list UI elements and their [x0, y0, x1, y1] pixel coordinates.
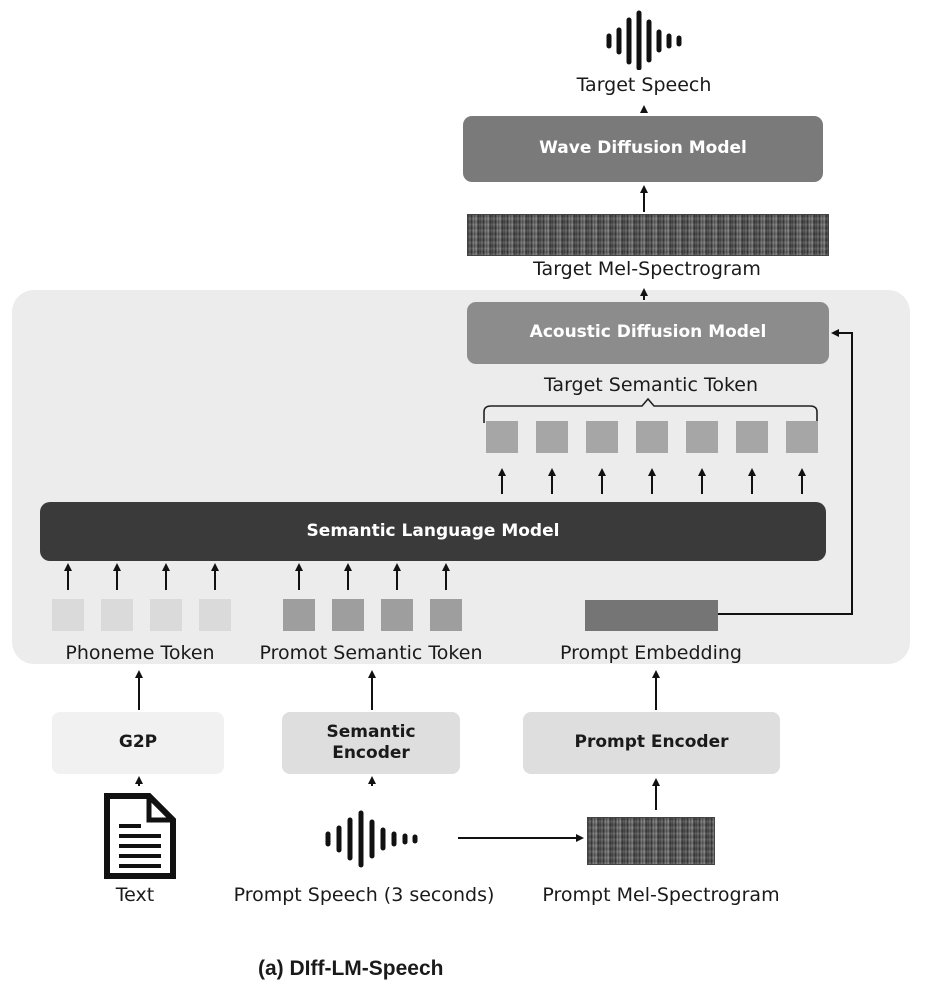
target-semantic-token — [786, 421, 818, 453]
target-semantic-token — [636, 421, 668, 453]
semantic-encoder-box: Semantic Encoder — [282, 712, 460, 774]
document-icon — [104, 793, 176, 879]
phoneme-token — [199, 599, 231, 631]
semantic-language-model-box: Semantic Language Model — [40, 502, 826, 561]
text-input-label: Text — [115, 884, 155, 906]
g2p-box: G2P — [52, 712, 224, 774]
prompt-semantic-token-label: Promot Semantic Token — [259, 642, 483, 664]
prompt-embedding-label: Prompt Embedding — [560, 642, 742, 664]
prompt-encoder-box: Prompt Encoder — [523, 712, 780, 774]
prompt-speech-label: Prompt Speech (3 seconds) — [233, 884, 495, 906]
target-semantic-token — [486, 421, 518, 453]
semantic-encoder-label-line1: Semantic — [326, 721, 416, 742]
prompt-semantic-token — [332, 599, 364, 631]
arrow-embedding-to-acoustic-model — [718, 329, 853, 615]
prompt-embedding-bar — [585, 600, 718, 631]
target-mel-spectrogram-label: Target Mel-Spectrogram — [533, 258, 761, 280]
semantic-encoder-label-line2: Encoder — [332, 743, 410, 763]
figure-caption: (a) DIff-LM-Speech — [258, 957, 444, 980]
target-semantic-token — [686, 421, 718, 453]
prompt-semantic-token — [381, 599, 413, 631]
wave-diffusion-model-box: Wave Diffusion Model — [463, 116, 823, 182]
target-speech-label: Target Speech — [576, 74, 712, 96]
phoneme-token — [101, 599, 133, 631]
prompt-mel-spectrogram — [587, 817, 715, 865]
target-semantic-token-label: Target Semantic Token — [543, 374, 759, 396]
target-mel-spectrogram — [467, 214, 829, 256]
prompt-semantic-token — [430, 599, 462, 631]
prompt-mel-spectrogram-label: Prompt Mel-Spectrogram — [542, 884, 780, 906]
phoneme-token — [150, 599, 182, 631]
prompt-semantic-token — [283, 599, 315, 631]
token-arrows — [64, 468, 806, 590]
target-semantic-token — [586, 421, 618, 453]
upward-arrows — [135, 105, 853, 842]
target-semantic-token — [536, 421, 568, 453]
prompt-speech-waveform-icon — [325, 810, 418, 868]
target-semantic-token — [736, 421, 768, 453]
target-speech-waveform-icon — [606, 10, 682, 70]
phoneme-token — [52, 599, 84, 631]
phoneme-token-label: Phoneme Token — [65, 642, 215, 664]
acoustic-diffusion-model-box: Acoustic Diffusion Model — [467, 302, 829, 364]
target-token-brace — [483, 397, 818, 423]
